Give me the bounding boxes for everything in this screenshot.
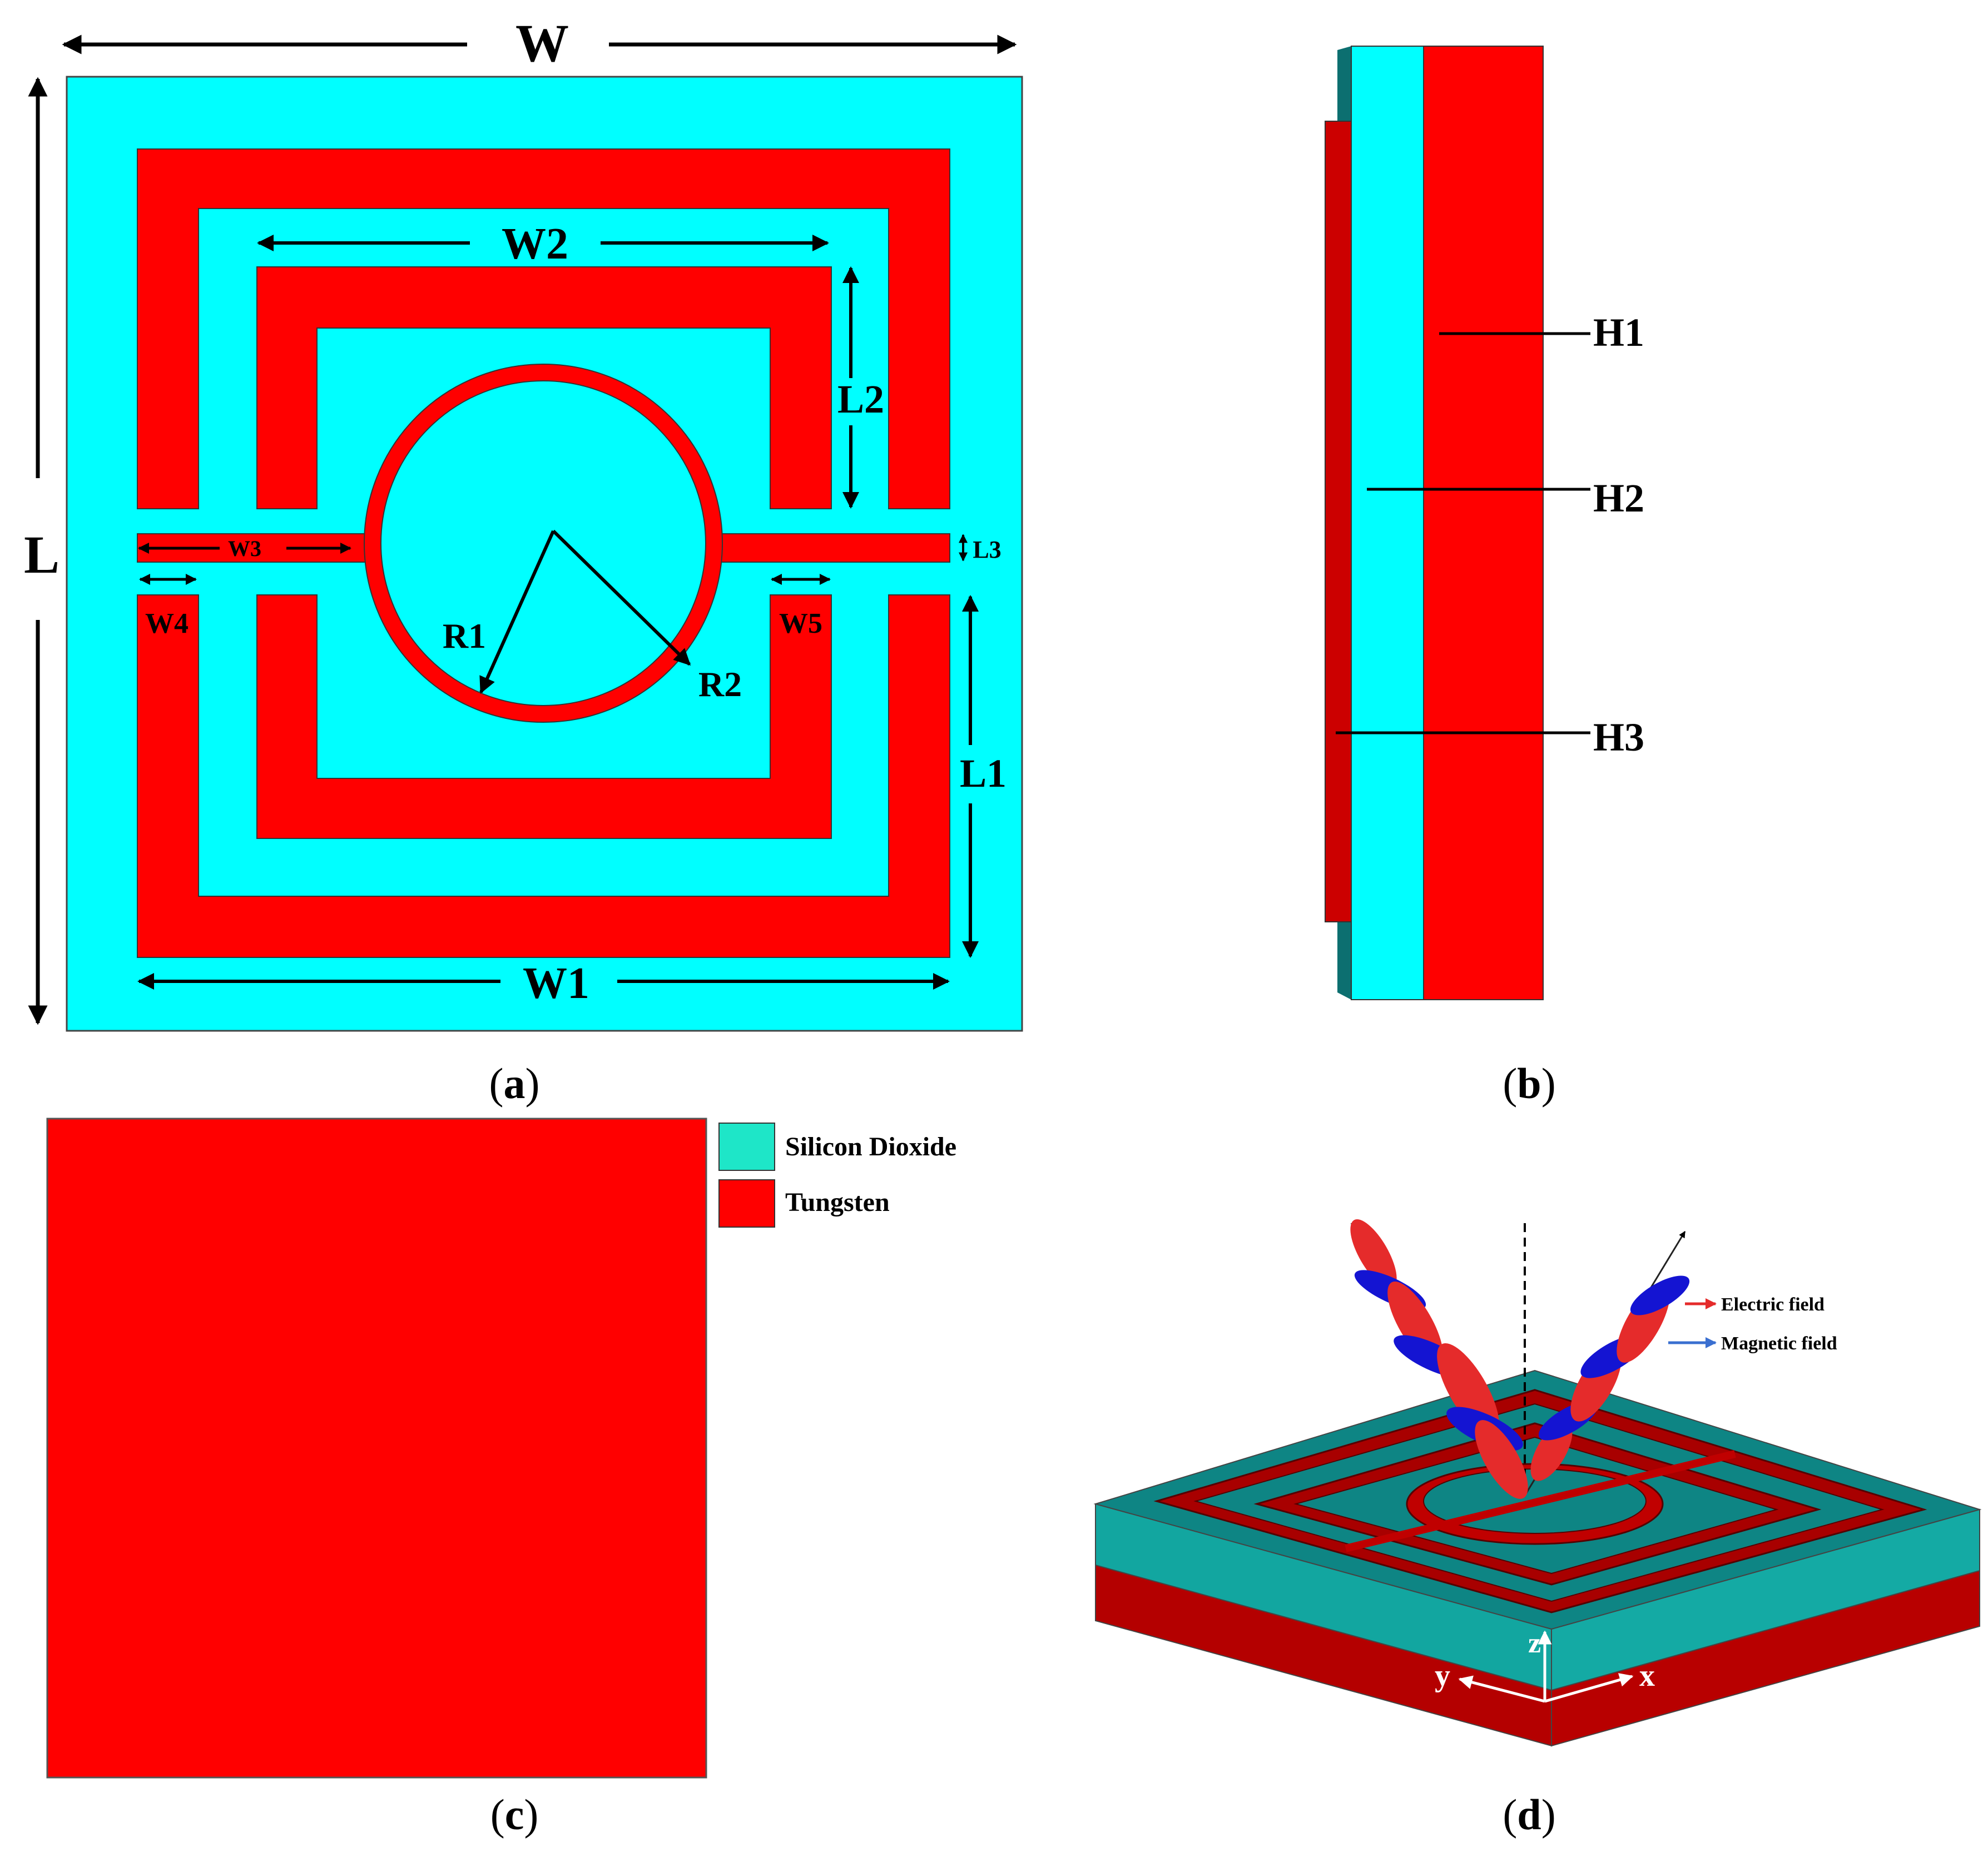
axis-label-y: y (1435, 1659, 1450, 1693)
electric-field-label: Electric field (1721, 1294, 1825, 1315)
label-L1: L1 (960, 751, 1007, 796)
label-L3: L3 (973, 536, 1001, 563)
label-L2: L2 (837, 377, 884, 421)
side-sio2-layer (1351, 46, 1424, 1000)
label-W5: W5 (779, 608, 822, 639)
label-H2: H2 (1593, 476, 1644, 520)
dim-R2 (552, 529, 691, 666)
dim-R1 (479, 530, 555, 694)
side-resonator-layer (1325, 121, 1352, 922)
panel-a-top-view: W L W2 W1 L2 L1 W3 L3 W4 W5 R1 R2 (a) (24, 13, 1023, 1108)
incident-wave (1350, 1219, 1528, 1499)
label-W1: W1 (523, 959, 589, 1008)
panel-c-bottom-view: (c) (46, 1118, 707, 1839)
panel-b-side-view: H1 H2 H3 (b) (1325, 46, 1644, 1108)
label-H3: H3 (1593, 715, 1644, 759)
circular-ring-inner (380, 380, 706, 706)
inner-ring-top (256, 266, 832, 509)
label-R1: R1 (443, 616, 486, 656)
panel-d-3d-view: Electric field Magnetic field z x y (d) (1093, 1219, 1982, 1839)
outer-ring-top (137, 148, 950, 509)
inner-ring-bottom (256, 594, 832, 839)
caption-b: (b) (1503, 1059, 1555, 1108)
caption-c: (c) (490, 1790, 539, 1839)
label-H1: H1 (1593, 310, 1644, 355)
label-W2: W2 (502, 220, 568, 269)
feed-3d (1345, 1450, 1736, 1552)
ground-plane-tungsten (46, 1118, 707, 1779)
outer-ring-bottom (137, 594, 950, 958)
legend: Silicon Dioxide Tungsten (718, 1123, 956, 1228)
reflected-wave (1530, 1275, 1690, 1481)
label-W4: W4 (145, 608, 189, 639)
legend-label-silicon-dioxide: Silicon Dioxide (785, 1132, 956, 1161)
caption-d: (d) (1503, 1790, 1555, 1839)
legend-label-tungsten: Tungsten (785, 1188, 890, 1217)
axis-label-z: z (1528, 1627, 1541, 1659)
caption-a: (a) (489, 1059, 540, 1108)
label-L: L (24, 525, 60, 584)
axis-label-x: x (1639, 1659, 1655, 1693)
label-W: W (515, 13, 569, 73)
magnetic-field-label: Magnetic field (1721, 1333, 1837, 1354)
label-R2: R2 (698, 664, 742, 704)
legend-swatch-tungsten (718, 1179, 775, 1228)
axis-x (1544, 1673, 1634, 1703)
label-W3: W3 (228, 536, 261, 561)
axis-y (1458, 1675, 1545, 1703)
side-tungsten-layer (1423, 46, 1544, 1000)
legend-swatch-silicon-dioxide (718, 1123, 775, 1171)
